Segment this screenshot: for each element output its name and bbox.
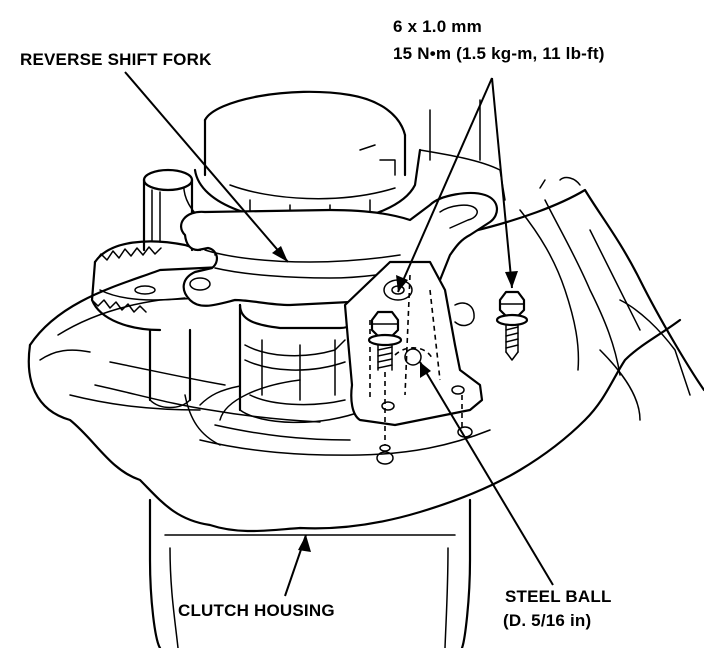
- steel-ball-label: STEEL BALL: [505, 587, 612, 606]
- clutch-housing-label: CLUTCH HOUSING: [178, 601, 335, 620]
- clutch-housing-casting: [27, 188, 704, 648]
- fork-leader: [124, 71, 289, 263]
- bolt-size-label: 6 x 1.0 mm: [393, 17, 482, 36]
- steel-ball-size-label: (D. 5/16 in): [503, 611, 592, 630]
- bolt-right: [461, 290, 529, 430]
- reverse-idler-shaft: [90, 168, 202, 409]
- torque-leader-left: [397, 77, 493, 293]
- fork-bracket: [343, 260, 484, 427]
- torque-leader-right: [491, 77, 513, 289]
- arrowheads: [272, 246, 518, 552]
- steel-ball-leader: [419, 361, 554, 586]
- right-contour: [539, 176, 691, 396]
- reverse-shift-fork-label: REVERSE SHIFT FORK: [20, 50, 212, 69]
- reverse-shift-fork: [180, 191, 498, 307]
- bolt-left: [367, 310, 403, 452]
- torque-spec-label: 15 N•m (1.5 kg-m, 11 lb-ft): [393, 44, 605, 63]
- casting-ribs: [94, 285, 491, 465]
- leader-lines: [124, 71, 554, 597]
